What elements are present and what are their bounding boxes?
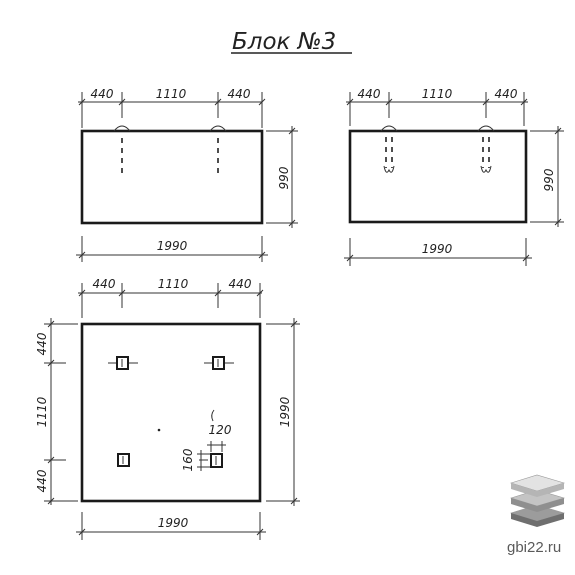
plan-socket-top-right <box>204 356 234 370</box>
watermark: gbi22.ru <box>507 474 566 556</box>
side-view: 440 1110 440 990 1990 <box>344 87 564 266</box>
plan-dim-left-top: 440 <box>35 332 49 355</box>
plan-right-dimension: 1990 <box>266 318 300 506</box>
plan-top-dimension: 440 1110 440 <box>78 277 264 318</box>
front-dim-left: 440 <box>91 87 114 101</box>
side-dim-height: 990 <box>542 168 556 191</box>
plan-detail-height-dimension: 160 <box>181 448 210 471</box>
side-dim-right: 440 <box>495 87 518 101</box>
front-dim-length: 1990 <box>157 239 188 253</box>
front-view-outline <box>80 129 264 225</box>
front-bottom-dimension: 1990 <box>76 236 268 262</box>
side-bottom-dimension: 1990 <box>344 238 532 266</box>
side-loop-right-bars <box>480 137 492 173</box>
side-dim-left: 440 <box>358 87 381 101</box>
side-loop-left <box>380 125 398 132</box>
side-loop-left-bars <box>383 137 395 173</box>
plan-dim-top-middle: 1110 <box>158 277 189 291</box>
side-dim-length: 1990 <box>422 242 453 256</box>
plan-socket-bottom-left <box>117 453 130 467</box>
side-height-dimension: 990 <box>530 126 564 227</box>
front-view: 440 1110 440 990 1990 <box>76 87 298 262</box>
side-loop-right <box>477 125 495 132</box>
plan-dim-top-right: 440 <box>229 277 252 291</box>
front-loop-right <box>209 125 227 132</box>
plan-dim-length: 1990 <box>158 516 189 530</box>
plan-socket-bottom-right <box>199 453 223 468</box>
plan-left-dimension: 440 1110 440 <box>35 318 78 505</box>
watermark-text: gbi22.ru <box>507 539 561 556</box>
plan-detail-width-dimension: 120 <box>207 409 232 452</box>
plan-dim-left-middle: 1110 <box>35 396 49 427</box>
front-loop-left <box>113 125 131 132</box>
plan-dim-left-bottom: 440 <box>35 469 49 492</box>
front-height-dimension: 990 <box>266 126 298 228</box>
side-view-outline <box>348 129 528 224</box>
plan-dim-top-left: 440 <box>93 277 116 291</box>
watermark-logo-icon <box>509 474 566 527</box>
drawing-title: Блок №3 <box>232 29 336 55</box>
front-dim-middle: 1110 <box>156 87 187 101</box>
plan-view-outline <box>80 322 262 503</box>
plan-bottom-dimension: 1990 <box>76 512 266 540</box>
plan-detail-width: 120 <box>209 423 232 437</box>
side-dim-middle: 1110 <box>422 87 453 101</box>
front-dim-right: 440 <box>228 87 251 101</box>
front-top-dimension: 440 1110 440 <box>78 87 266 128</box>
plan-center-mark <box>157 428 161 432</box>
plan-detail-height: 160 <box>181 448 195 471</box>
plan-socket-top-left <box>108 356 138 370</box>
side-top-dimension: 440 1110 440 <box>346 87 528 126</box>
plan-view: 120 160 440 1110 440 <box>35 277 300 540</box>
front-dim-height: 990 <box>277 166 291 189</box>
plan-dim-right: 1990 <box>278 396 292 427</box>
